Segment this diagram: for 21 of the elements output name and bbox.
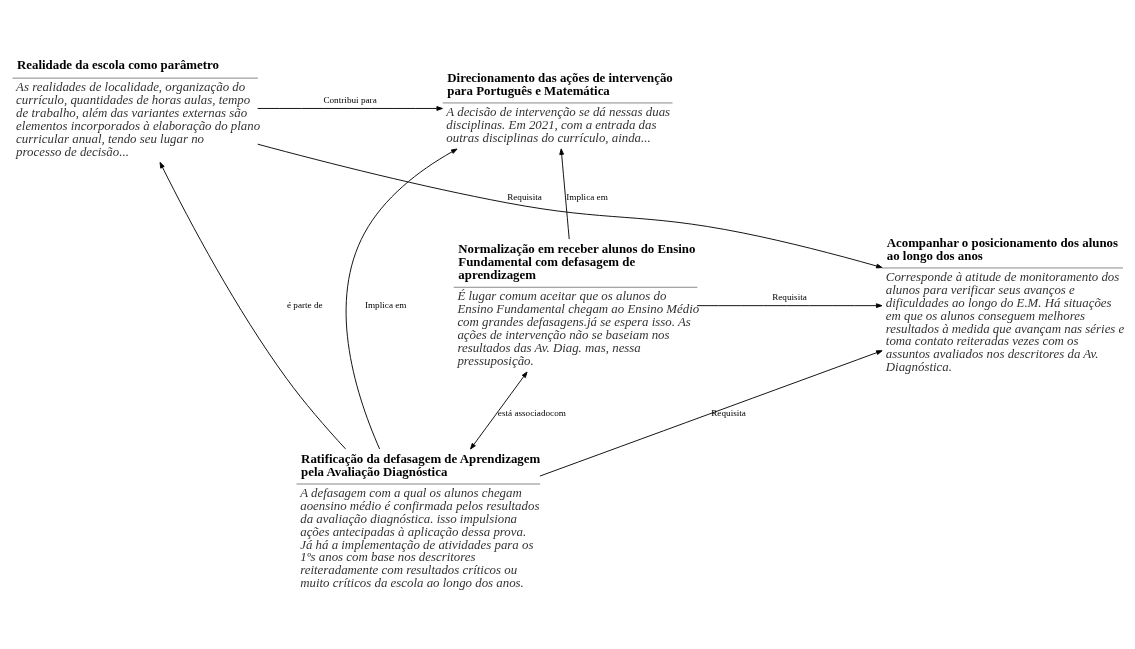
edge-label: é parte de	[286, 299, 323, 310]
arrow	[257, 106, 443, 111]
edge-label: Requisita	[711, 407, 746, 418]
node-text: Normalização em receber alunos do Ensino Fundamental com defasagem de aprendizagem É lugar comum aceitar que os alunos do Ensino Fundamental chegam ao Ensino Médio com grandes defasagens.já se espera isso. As ações de intervenção não se baseiam nos resultados das Av. Diag. mas, nessa pressuposição.	[457, 242, 700, 368]
node-text: Ratificação da defasagem de Aprendizagem pela Avaliação Diagnóstica A defasagem com a qual os alunos chegam aoensino médio é confirmada pelos resultados da avaliação diagnóstica. isso impulsiona ações antecipadas à aplicação dessa prova. Já há a implementação de atividades para os 1ºs anos com base nos descritores reiteradamente com resultados críticos ou muito críticos da escola ao longo dos anos.	[300, 452, 541, 591]
edge-label: Implica em	[566, 191, 608, 202]
edge-label: Requisita	[507, 191, 542, 202]
arrow	[696, 303, 883, 309]
arrow	[257, 143, 883, 269]
arrow	[539, 350, 883, 477]
arrow	[345, 148, 458, 450]
edge-label: está associadocom	[497, 407, 566, 418]
arrow	[159, 161, 346, 450]
arrow	[559, 148, 570, 240]
node-text: Realidade da escola como parâmetro As realidades de localidade, organização do currículo, quantidades de horas aulas, tempo de trabalho, além das variantes externas são elementos incorporados à elaboração do plano curricular anual, tendo seu lugar no processo de decisão...	[16, 58, 261, 159]
edge-label: Contribui para	[323, 94, 377, 105]
node-text: Acompanhar o posicionamento dos alunos ao longo dos anos Corresponde à atitude de monitoramento dos alunos para verificar seus avanços e dificuldades ao longo do E.M. Há situações em que os alunos conseguem melhores resultados à medida que avançam nas séries e toma contato reiteradas vezes com os assuntos avaliados nos descritores da Av. Diagnóstica.	[885, 236, 1125, 375]
node-text: Direcionamento das ações de intervenção para Português e Matemática A decisão de intervenção se dá nessas duas disciplinas. Em 2021, com a entrada das outras disciplinas do currículo, ainda...	[446, 70, 673, 145]
edge-label: Implica em	[364, 299, 407, 310]
arrow	[470, 371, 528, 450]
edge-label: Requisita	[772, 292, 807, 303]
